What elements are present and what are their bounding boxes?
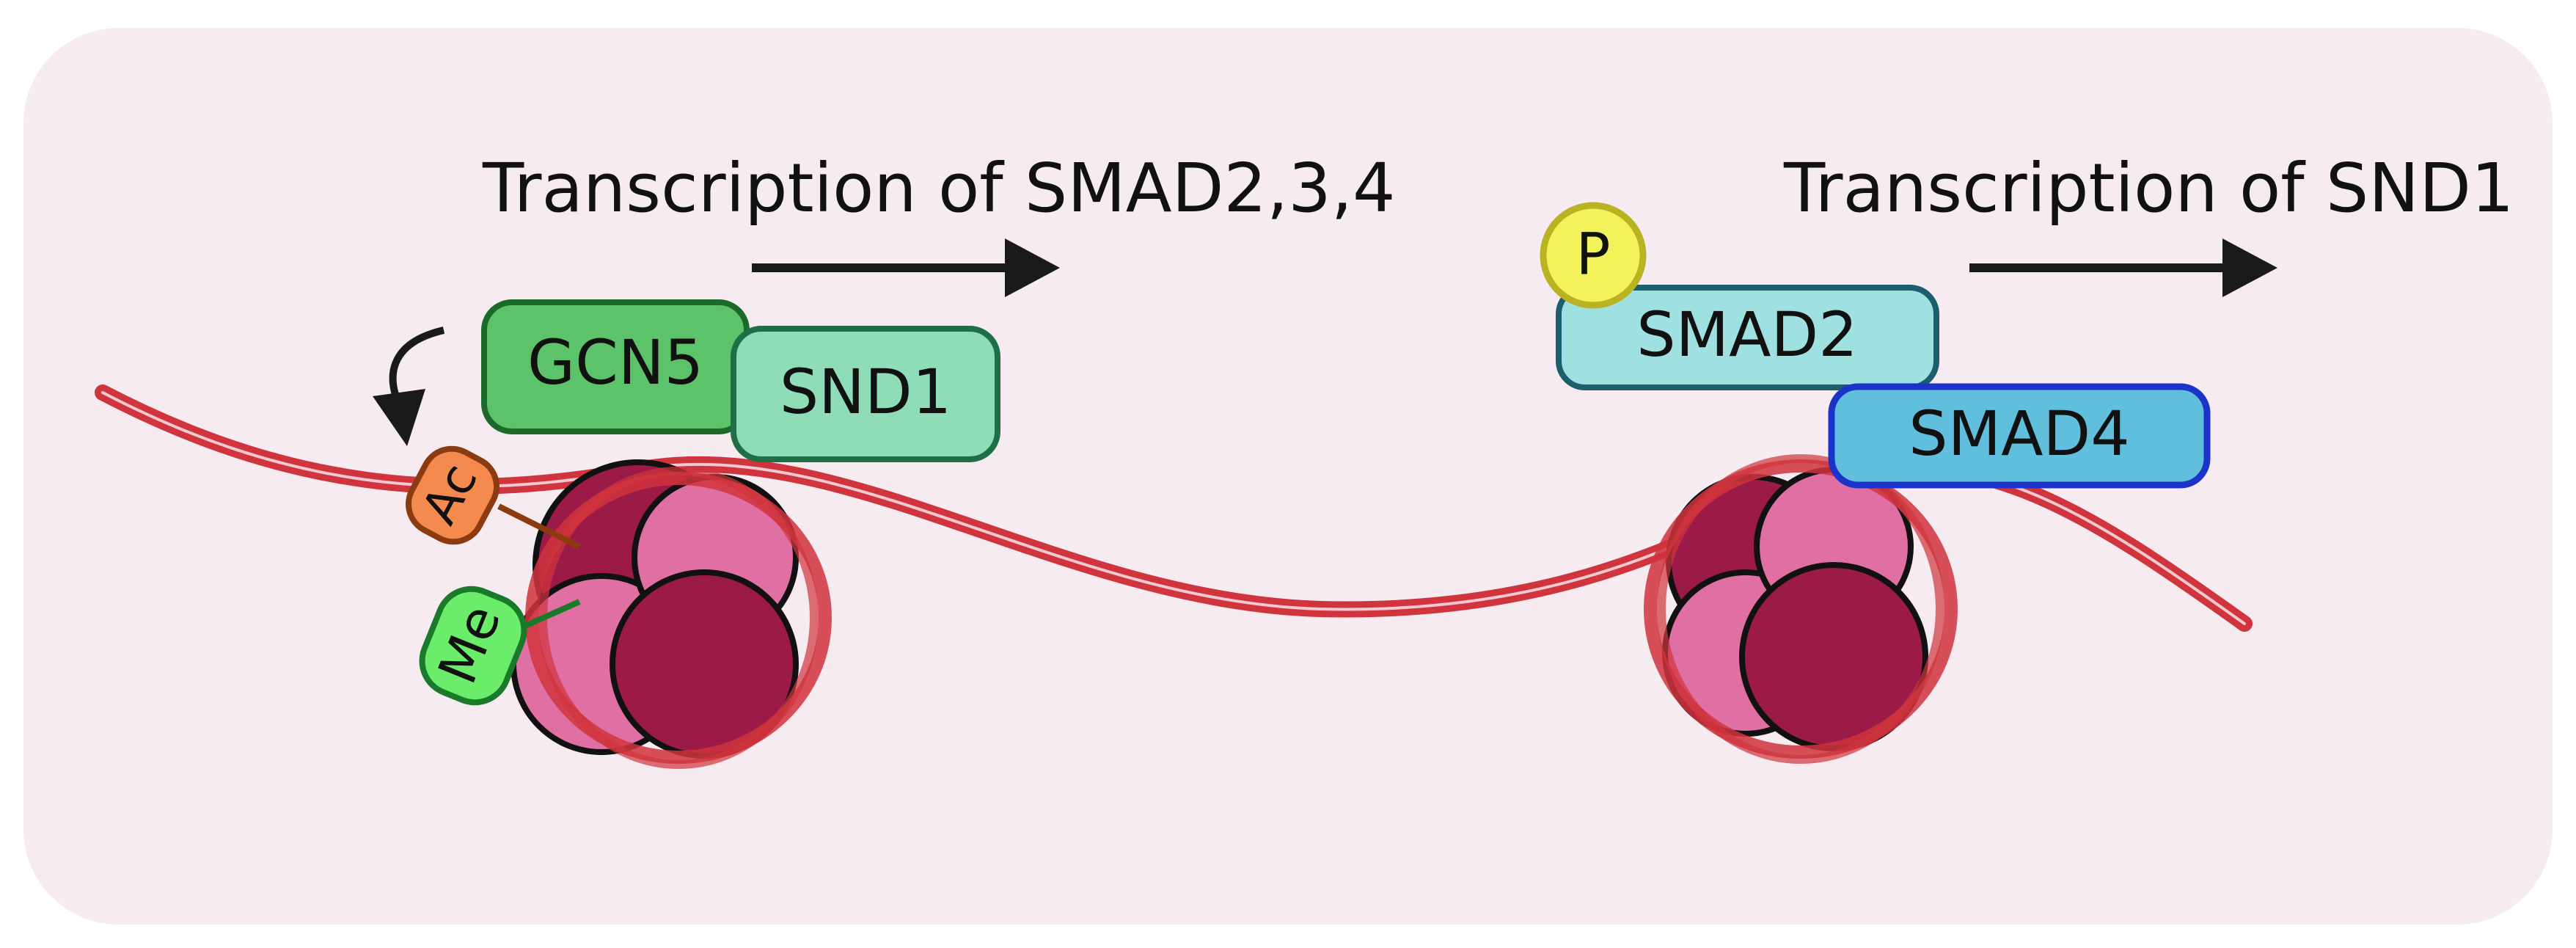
snd1-label: SND1 <box>780 356 951 428</box>
smad2-label: SMAD2 <box>1636 299 1857 371</box>
nucleosome-left <box>511 459 832 769</box>
nucleosome-right <box>1644 454 1958 764</box>
acetylation-arrow <box>373 327 445 446</box>
gcn5-protein: GCN5 <box>481 299 750 434</box>
smad4-label: SMAD4 <box>1909 398 2129 470</box>
transcription-arrow-left <box>752 238 1060 297</box>
transcription-arrow-right <box>1969 238 2277 297</box>
methyl-mark: Me <box>419 586 581 706</box>
phosphate-label: P <box>1576 222 1610 288</box>
dna-wrap-right <box>1644 459 1958 759</box>
phosphate-marker: P <box>1540 202 1647 309</box>
transcription-label-left: Transcription of SMAD2,3,4 <box>482 149 1396 227</box>
snd1-protein: SND1 <box>731 326 1000 462</box>
acetyl-mark: Ac <box>406 445 581 550</box>
smad2-protein: SMAD2 <box>1556 285 1939 390</box>
smad4-protein: SMAD4 <box>1828 383 2211 489</box>
gcn5-label: GCN5 <box>527 327 703 398</box>
transcription-label-right: Transcription of SND1 <box>1783 149 2514 227</box>
dna-wrap-left <box>525 472 832 764</box>
